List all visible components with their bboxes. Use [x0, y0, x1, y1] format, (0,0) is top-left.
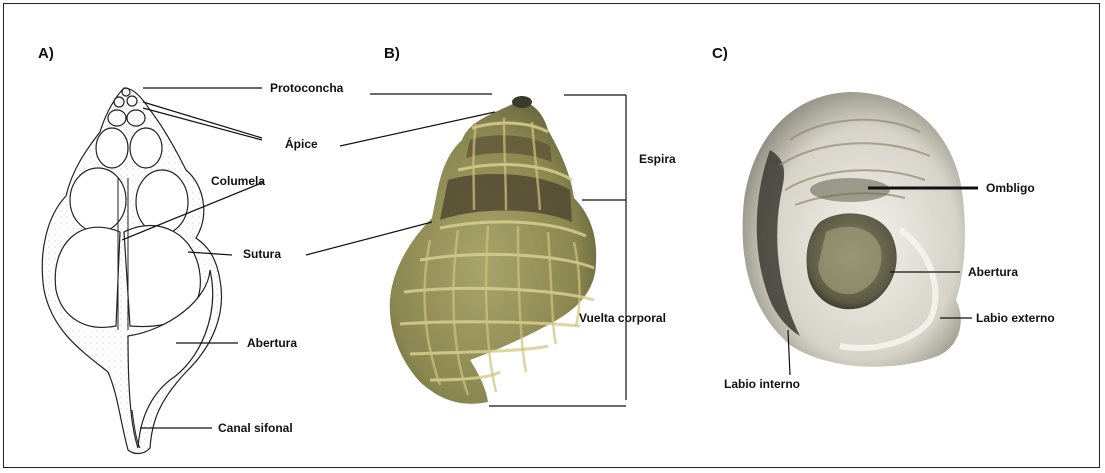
panel-a-letter: A) [38, 45, 54, 62]
shell-a-drawing [42, 88, 221, 454]
label-labio-interno: Labio interno [724, 377, 800, 391]
label-vuelta-corporal: Vuelta corporal [579, 311, 666, 325]
label-abertura-c: Abertura [968, 265, 1018, 279]
panel-c-letter: C) [712, 45, 728, 62]
shell-c-photo [743, 92, 965, 367]
label-apice: Ápice [285, 137, 318, 151]
label-labio-externo: Labio externo [976, 311, 1055, 325]
label-protoconcha: Protoconcha [270, 81, 343, 95]
label-abertura-a: Abertura [247, 336, 297, 350]
label-sutura: Sutura [243, 247, 281, 261]
label-espira: Espira [639, 152, 676, 166]
panel-b-letter: B) [384, 45, 400, 62]
label-ombligo: Ombligo [986, 181, 1035, 195]
label-canal-sifonal: Canal sifonal [218, 421, 293, 435]
shell-b-photo [390, 96, 596, 404]
label-columela: Columela [211, 174, 265, 188]
